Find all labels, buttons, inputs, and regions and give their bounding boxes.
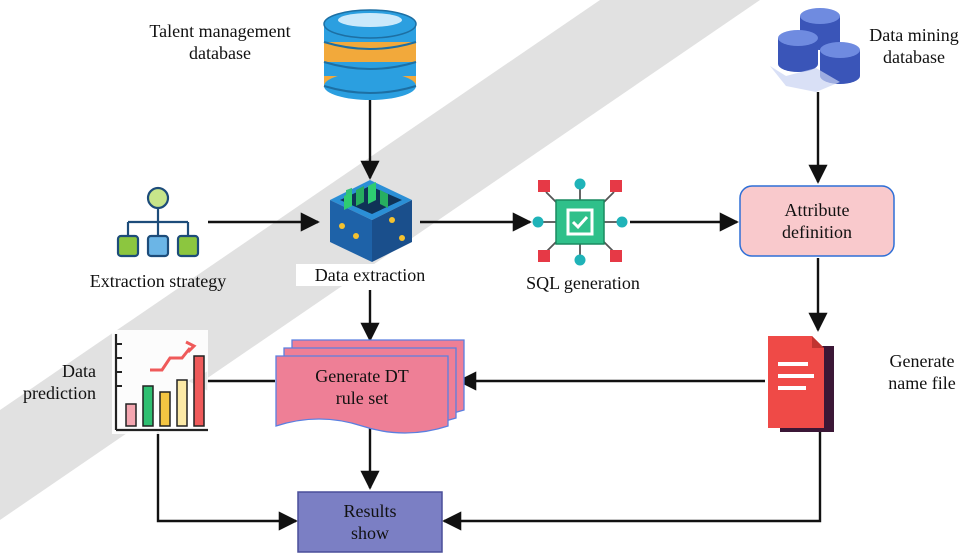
arrow-prediction-to-results xyxy=(156,432,298,531)
sql-generation-label: SQL generation xyxy=(526,273,640,293)
chip-check-icon xyxy=(532,178,628,266)
data-extraction-label: Data extraction xyxy=(296,264,444,286)
attribute-definition-box xyxy=(739,185,895,257)
rule-set-documents xyxy=(275,339,465,434)
talent-db-label: Talent management database xyxy=(149,21,291,63)
connectors xyxy=(156,92,828,531)
extraction-strategy-label: Extraction strategy xyxy=(89,271,227,291)
results-show-node: Results show xyxy=(343,501,397,543)
bar-chart-icon xyxy=(112,330,208,434)
database-icon xyxy=(323,9,417,100)
data-prediction-label: Data prediction xyxy=(23,361,96,403)
document-icon xyxy=(768,336,834,432)
hierarchy-icon xyxy=(116,186,200,258)
generate-name-file-label: Generate name file xyxy=(888,351,956,393)
results-show-box xyxy=(297,491,443,553)
data-mining-db-label: Data mining database xyxy=(869,25,959,67)
generate-dt-rule-set-node: Generate DT rule set xyxy=(315,366,409,408)
arrow-namefile-to-results xyxy=(442,432,822,531)
attribute-definition-node: Attribute definition xyxy=(782,200,852,242)
database-cluster-icon xyxy=(770,8,860,92)
data-box-icon xyxy=(330,180,412,262)
